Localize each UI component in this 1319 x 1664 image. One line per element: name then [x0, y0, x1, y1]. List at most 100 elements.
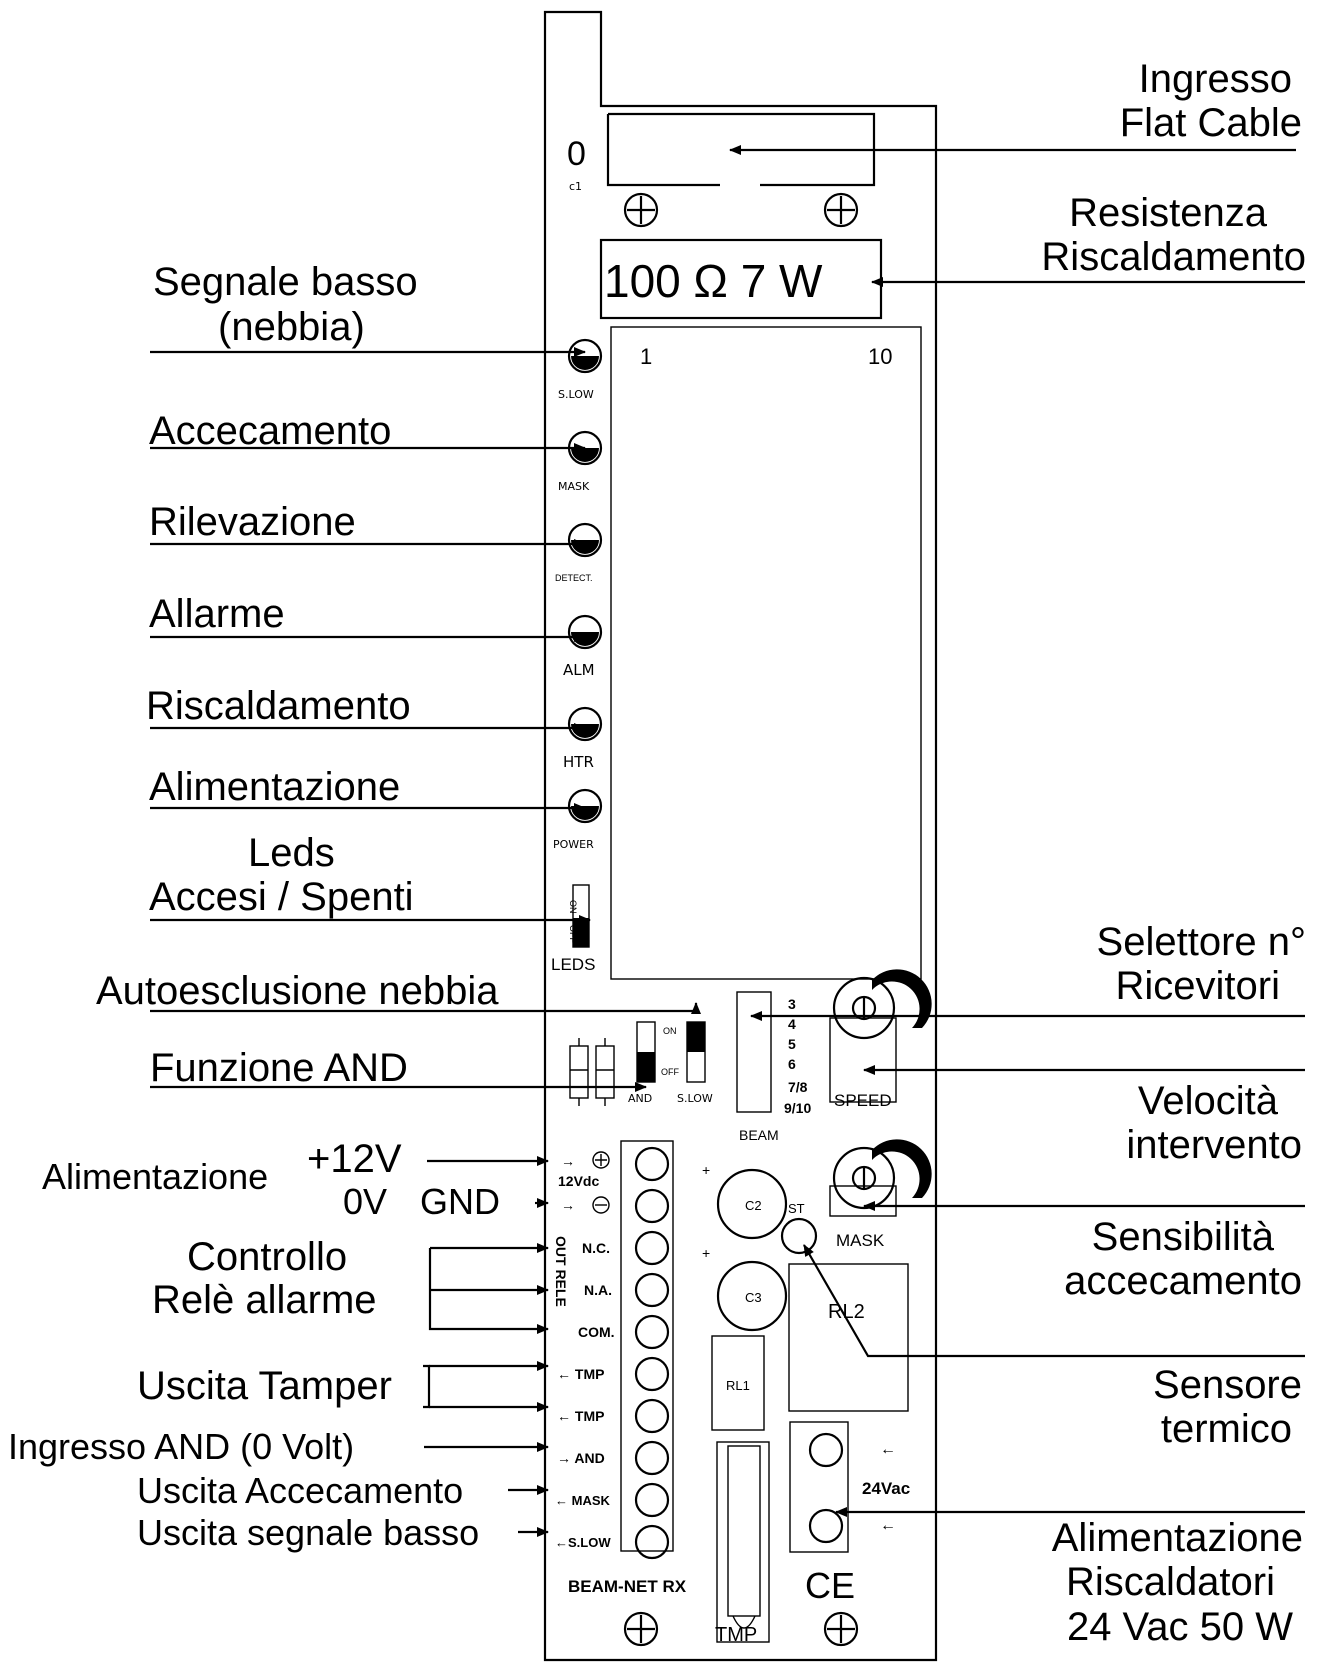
- vac-arrow-bottom: ←: [880, 1517, 896, 1534]
- c1-label: c1: [569, 180, 582, 193]
- beam-num-3: 3: [788, 996, 796, 1012]
- label-alimentazione-power: Alimentazione: [42, 1156, 268, 1197]
- beam-selector: BEAM 3 4 5 6 7/8 9/10: [736, 991, 811, 1143]
- label-selettore: Selettore n°: [1097, 920, 1306, 964]
- minus-arrow-label: →: [561, 1197, 575, 1213]
- label-ingresso: Ingresso: [1139, 57, 1292, 101]
- label-allarme: Allarme: [149, 592, 285, 636]
- led-htr: HTR: [563, 706, 603, 771]
- leader-lines: [150, 145, 1305, 1537]
- model-label: BEAM-NET RX: [568, 1577, 687, 1596]
- led-alm-label: ALM: [563, 661, 595, 679]
- led-mask-label: MASK: [558, 480, 590, 493]
- label-sensore: Sensore: [1153, 1363, 1302, 1407]
- beam-num-9-10: 9/10: [784, 1100, 811, 1116]
- display-label-10: 10: [868, 344, 892, 369]
- diode-d2: [595, 1038, 615, 1106]
- com-label: COM.: [578, 1324, 615, 1340]
- mount-screw-bottom-left: [623, 1611, 659, 1647]
- vac-arrow-top: ←: [880, 1441, 896, 1458]
- speed-label: SPEED: [834, 1091, 892, 1110]
- label-rilevazione: Rilevazione: [149, 500, 356, 544]
- tmp2-label: ← TMP: [557, 1408, 604, 1424]
- vac-label: 24Vac: [862, 1479, 910, 1498]
- c3-label: C3: [745, 1290, 762, 1305]
- display-label-1: 1: [640, 344, 652, 369]
- jumper-and: AND: [628, 1021, 656, 1105]
- st-label: ST: [788, 1201, 805, 1216]
- jumper-off-label: OFF: [661, 1067, 679, 1077]
- label-uscita-segnale-basso: Uscita segnale basso: [137, 1512, 479, 1553]
- label-riscaldamento-res: Riscaldamento: [1041, 235, 1306, 279]
- label-plus12v: +12V: [307, 1137, 402, 1181]
- leds-on-label: ON: [568, 900, 578, 914]
- led-htr-label: HTR: [563, 753, 594, 771]
- led-slow: S.LOW: [558, 338, 603, 401]
- label-uscita-accecamento: Uscita Accecamento: [137, 1470, 463, 1511]
- led-power-label: POWER: [553, 838, 594, 851]
- bracket-tamper: [423, 1364, 431, 1409]
- flat-cable-connector: 0 c1: [567, 112, 876, 193]
- label-uscita-tamper: Uscita Tamper: [137, 1364, 392, 1408]
- label-funzione-and: Funzione AND: [150, 1046, 408, 1090]
- mount-screw-top-right: [823, 192, 859, 228]
- label-accesi-spenti: Accesi / Spenti: [149, 875, 414, 919]
- rl2-label: RL2: [828, 1301, 865, 1323]
- board-outline: [543, 10, 938, 1662]
- tmp-bottom-label: TMP: [715, 1624, 757, 1646]
- label-rele-allarme: Relè allarme: [152, 1278, 377, 1322]
- label-nebbia: (nebbia): [218, 305, 365, 349]
- led-detect-label: DETECT.: [555, 573, 593, 583]
- jumper-and-label: AND: [628, 1092, 652, 1105]
- mask-trimmer-label: MASK: [836, 1231, 885, 1250]
- leds-switch: ON OFF LEDS: [551, 884, 595, 974]
- label-accecamento: Accecamento: [149, 409, 391, 453]
- led-alm: ALM: [563, 614, 603, 679]
- beam-num-7-8: 7/8: [788, 1079, 808, 1095]
- plus-arrow-label: →: [561, 1153, 575, 1169]
- label-segnale-basso: Segnale basso: [153, 260, 418, 304]
- arrow-sensore: [803, 1244, 1305, 1358]
- and-terminal-label: → AND: [557, 1450, 605, 1466]
- led-detect: DETECT.: [555, 522, 603, 583]
- capacitor-c2: C2 +: [702, 1162, 788, 1240]
- mask-trimmer: MASK: [829, 1139, 932, 1250]
- label-0v: 0V: [343, 1181, 387, 1222]
- mount-screw-bottom-right: [823, 1611, 859, 1647]
- jumper-on-label: ON: [663, 1026, 677, 1036]
- rl1-label: RL1: [726, 1378, 750, 1393]
- vac-terminal: ← ← 24Vac: [789, 1421, 910, 1553]
- label-ricevitori: Ricevitori: [1116, 964, 1280, 1008]
- led-mask: MASK: [558, 430, 603, 493]
- svg-text:+: +: [702, 1245, 710, 1261]
- nc-label: N.C.: [582, 1240, 610, 1256]
- na-label: N.A.: [584, 1282, 612, 1298]
- label-termico: termico: [1161, 1407, 1292, 1451]
- plus-terminal-icon: [592, 1151, 610, 1169]
- diode-d1: [569, 1038, 589, 1106]
- relay-rl2: RL2: [788, 1263, 909, 1412]
- label-24vac-50w: 24 Vac 50 W: [1067, 1605, 1293, 1649]
- c2-label: C2: [745, 1198, 762, 1213]
- c1-zero-label: 0: [567, 135, 586, 173]
- svg-text:+: +: [702, 1162, 710, 1178]
- label-controllo: Controllo: [187, 1235, 347, 1279]
- terminal-block: [620, 1140, 674, 1560]
- jumper-slow-label: S.LOW: [677, 1092, 713, 1105]
- minus-terminal-icon: [592, 1196, 610, 1214]
- mount-screw-top-left: [623, 192, 659, 228]
- relay-rl1: RL1: [711, 1335, 765, 1431]
- label-riscaldamento: Riscaldamento: [146, 684, 411, 728]
- ce-mark: CE: [805, 1565, 855, 1606]
- label-alimentazione-led: Alimentazione: [149, 765, 400, 809]
- resistor-value: 100 Ω 7 W: [604, 255, 823, 307]
- led-power: POWER: [553, 788, 603, 851]
- terminal-labels: → 12Vdc → OUT RELE N.C. N.A. COM. ← TMP …: [553, 1151, 615, 1550]
- capacitor-c3: C3 +: [702, 1245, 788, 1332]
- label-riscaldatori: Riscaldatori: [1066, 1560, 1275, 1604]
- slow-terminal-label: ←S.LOW: [555, 1535, 611, 1550]
- display-module: [610, 326, 922, 980]
- beam-num-4: 4: [788, 1016, 796, 1032]
- label-accecamento-right: accecamento: [1064, 1259, 1302, 1303]
- label-gnd: GND: [420, 1181, 500, 1222]
